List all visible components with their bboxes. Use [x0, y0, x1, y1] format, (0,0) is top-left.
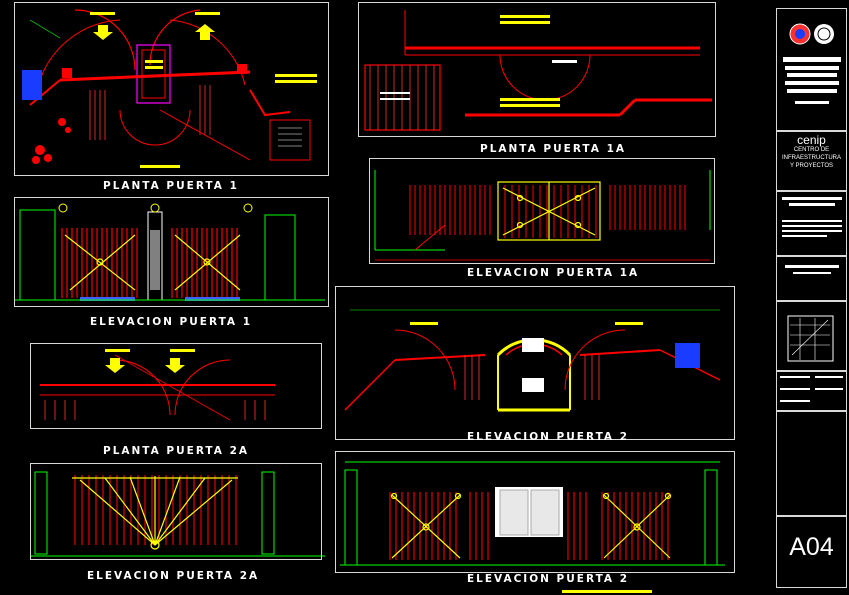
sheet-number-box: A04	[776, 516, 847, 588]
frame-elevation-puerta-2-top	[335, 286, 735, 440]
title-block-org	[776, 131, 847, 191]
frame-plan-puerta-1	[14, 2, 329, 176]
elevation-puerta-1	[15, 203, 325, 301]
title-planta-puerta-2a: PLANTA PUERTA 2A	[103, 445, 249, 457]
title-block-header	[776, 8, 847, 131]
frame-plan-puerta-2a	[30, 343, 322, 429]
title-block-graphics	[787, 23, 834, 362]
elevation-puerta-2a	[30, 471, 325, 557]
title-planta-puerta-1: PLANTA PUERTA 1	[103, 180, 239, 192]
org-subtitle-line1: CENTRO DE	[793, 147, 830, 153]
org-name: cenip	[797, 133, 826, 147]
title-block-table	[776, 371, 847, 411]
frame-elevation-puerta-2a	[30, 463, 322, 560]
title-planta-puerta-1a: PLANTA PUERTA 1A	[480, 143, 626, 155]
frame-elevation-puerta-1	[14, 197, 329, 307]
plan-puerta-1	[22, 9, 317, 168]
title-block-keyplan	[776, 301, 847, 371]
frame-elevation-puerta-2-bottom	[335, 451, 735, 573]
org-subtitle-line3: Y PROYECTOS	[789, 163, 834, 169]
frame-plan-puerta-1a	[358, 2, 716, 137]
sheet-number: A04	[789, 533, 834, 561]
title-elevacion-puerta-2-bottom: ELEVACION PUERTA 2	[467, 573, 629, 585]
elevation-puerta-1a	[374, 170, 711, 261]
plan-puerta-1a	[364, 10, 712, 131]
elevation-puerta-2-gates	[340, 461, 725, 593]
title-block-notes	[776, 411, 847, 516]
plan-puerta-2a	[40, 349, 275, 421]
frame-elevation-puerta-1a	[369, 158, 715, 264]
title-block-project	[776, 191, 847, 256]
title-elevacion-puerta-2-top: ELEVACION PUERTA 2	[467, 431, 629, 443]
elevation-puerta-2-arch	[344, 309, 721, 412]
title-block-desc	[776, 256, 847, 301]
title-elevacion-puerta-1a: ELEVACION PUERTA 1A	[467, 267, 640, 279]
org-subtitle-line2: INFRAESTRUCTURA	[781, 155, 841, 161]
title-elevacion-puerta-1: ELEVACION PUERTA 1	[90, 316, 252, 328]
title-elevacion-puerta-2a: ELEVACION PUERTA 2A	[87, 570, 260, 582]
